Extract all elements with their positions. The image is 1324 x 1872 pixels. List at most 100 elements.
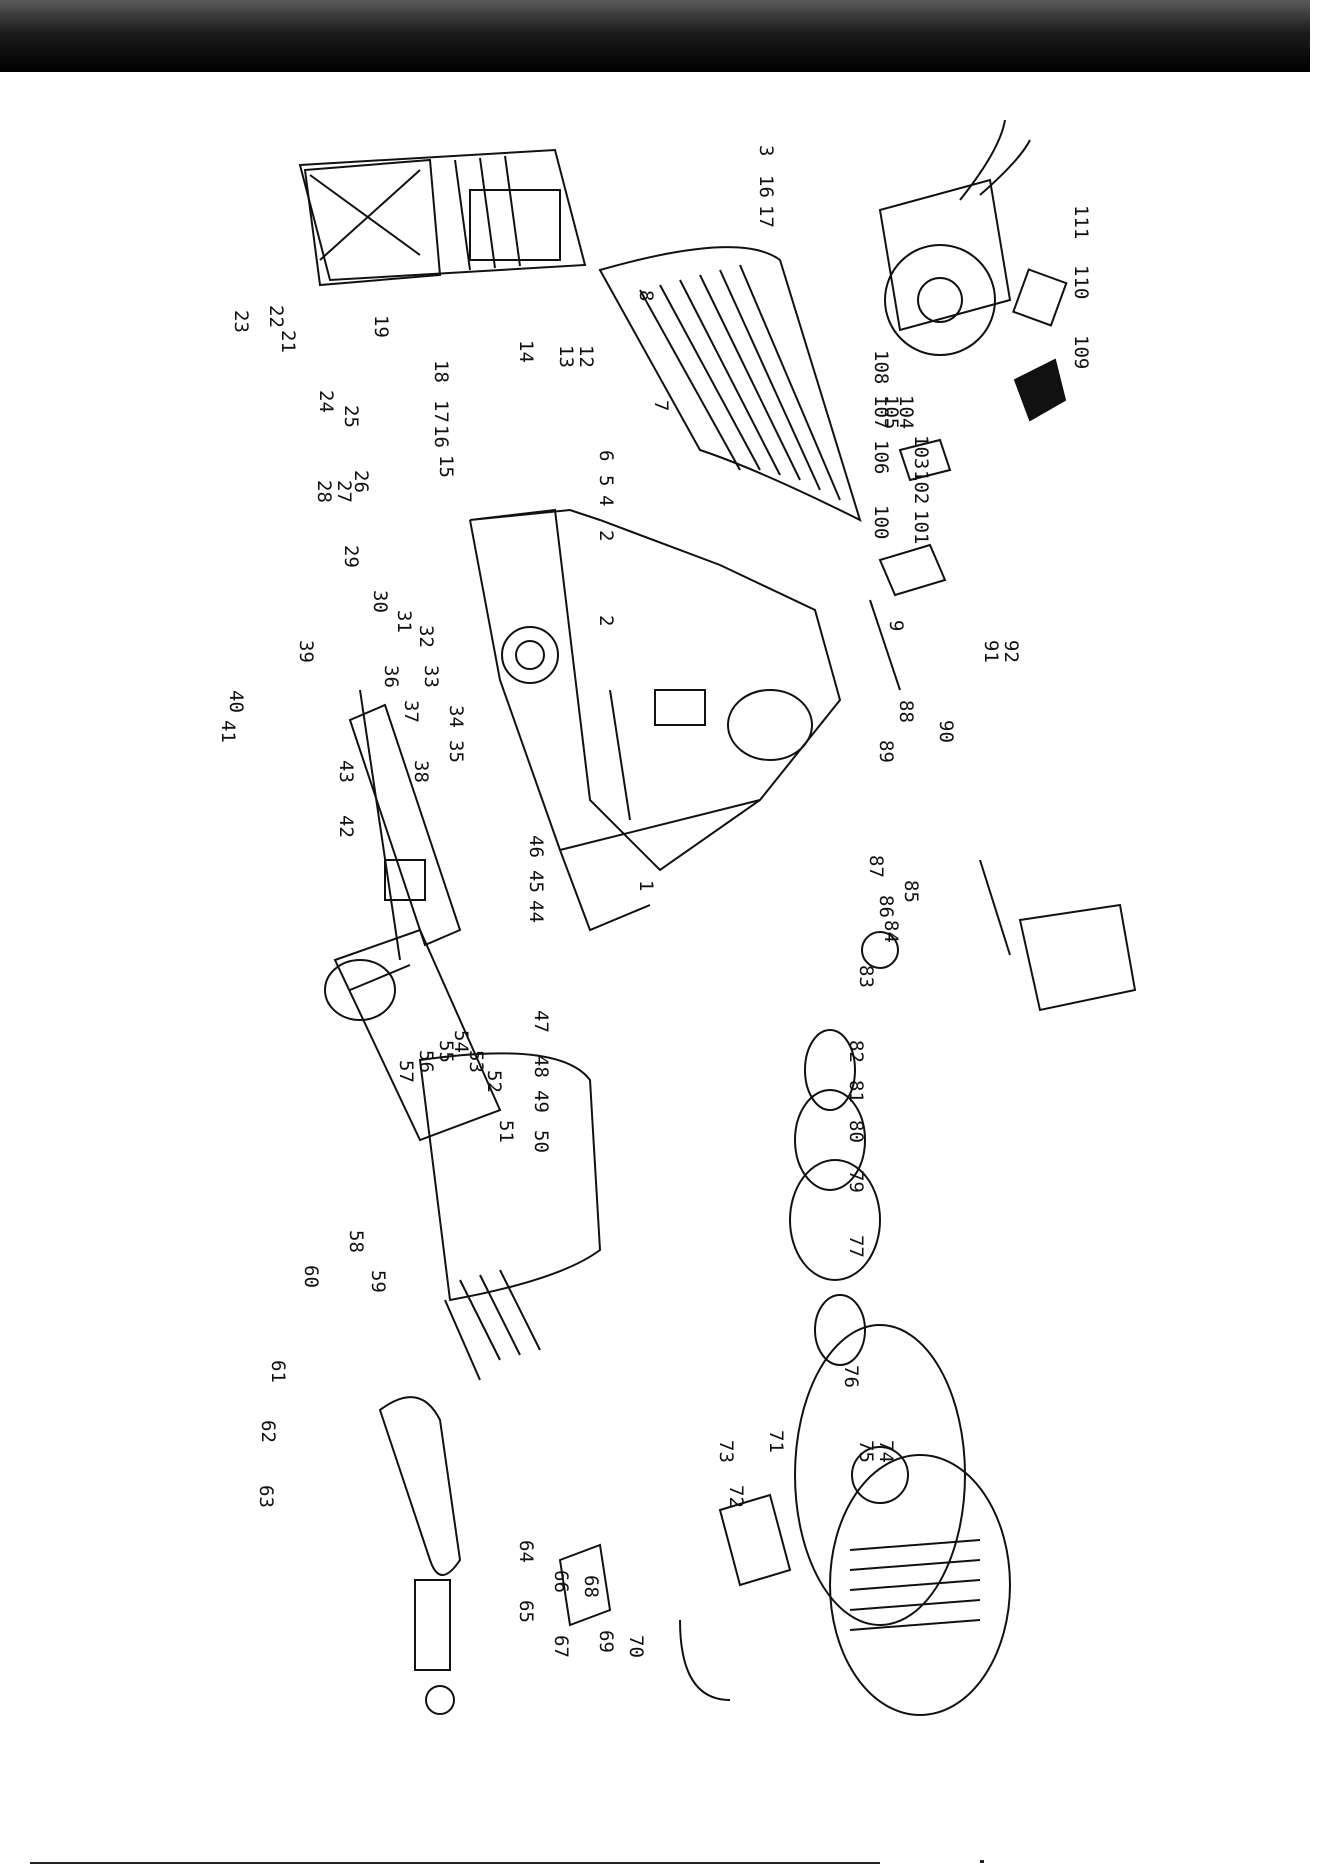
part-label-74: 74 — [875, 1440, 897, 1463]
part-label-35: 35 — [445, 740, 467, 763]
part-labels: 3 16 17 111 110 109 108 107 106 105 104 … — [217, 145, 1092, 1658]
part-label-38: 38 — [410, 760, 432, 783]
part-label-17b: 17 — [430, 400, 452, 423]
part-label-63: 63 — [255, 1485, 277, 1508]
part-label-24: 24 — [315, 390, 337, 413]
part-label-2-b: 2 — [595, 615, 617, 626]
part-label-91: 91 — [980, 640, 1002, 663]
pulley-assembly — [789, 1029, 881, 1366]
part-label-26: 26 — [350, 470, 372, 493]
part-label-14: 14 — [515, 340, 537, 363]
part-label-51: 51 — [495, 1120, 517, 1143]
motor — [878, 119, 1031, 356]
part-label-47: 47 — [530, 1010, 552, 1033]
footer-rule — [30, 1862, 880, 1864]
part-label-49: 49 — [530, 1090, 552, 1113]
part-label-18: 18 — [430, 360, 452, 383]
part-label-88: 88 — [895, 700, 917, 723]
part-label-8: 8 — [635, 290, 657, 301]
part-label-106: 106 — [870, 440, 892, 474]
food-tray — [324, 928, 502, 1142]
food-pusher — [378, 1396, 462, 1715]
part-label-54: 54 — [450, 1030, 472, 1053]
part-label-57: 57 — [395, 1060, 417, 1083]
part-label-77: 77 — [845, 1235, 867, 1258]
part-label-70: 70 — [625, 1635, 647, 1658]
part-label-73: 73 — [715, 1440, 737, 1463]
part-label-34: 34 — [445, 705, 467, 728]
footer-tick — [980, 1860, 984, 1863]
part-label-55: 55 — [435, 1040, 457, 1063]
part-label-27: 27 — [333, 480, 355, 503]
part-label-37: 37 — [400, 700, 422, 723]
part-label-79: 79 — [845, 1170, 867, 1193]
blade-cover — [598, 246, 862, 522]
part-label-58: 58 — [345, 1230, 367, 1253]
part-label-60: 60 — [300, 1265, 322, 1288]
part-label-83: 83 — [855, 965, 877, 988]
header-edge — [1310, 0, 1324, 72]
part-label-39: 39 — [295, 640, 317, 663]
part-label-105: 105 — [880, 395, 902, 429]
part-label-16: 16 — [755, 175, 777, 198]
part-label-29: 29 — [340, 545, 362, 568]
part-label-25: 25 — [340, 405, 362, 428]
part-label-46: 46 — [525, 835, 547, 858]
part-label-104: 104 — [895, 395, 917, 429]
part-label-7: 7 — [650, 400, 672, 411]
part-label-3: 3 — [755, 145, 777, 156]
part-label-111: 111 — [1070, 205, 1092, 239]
part-label-13: 13 — [555, 345, 577, 368]
part-label-100: 100 — [870, 505, 892, 539]
part-label-52: 52 — [483, 1070, 505, 1093]
part-label-89: 89 — [875, 740, 897, 763]
part-label-56: 56 — [415, 1050, 437, 1073]
part-label-62: 62 — [257, 1420, 279, 1443]
part-label-64: 64 — [515, 1540, 537, 1563]
part-label-9: 9 — [885, 620, 907, 631]
part-label-36: 36 — [380, 665, 402, 688]
carriage-rail — [348, 689, 462, 961]
part-label-80: 80 — [845, 1120, 867, 1143]
part-label-31: 31 — [393, 610, 415, 633]
part-label-107: 107 — [870, 395, 892, 429]
part-label-92: 92 — [1000, 640, 1022, 663]
part-label-81: 81 — [845, 1080, 867, 1103]
part-label-69: 69 — [595, 1630, 617, 1653]
part-label-23: 23 — [230, 310, 252, 333]
part-label-5: 5 — [595, 475, 617, 486]
part-label-6: 6 — [595, 450, 617, 461]
part-label-32: 32 — [415, 625, 437, 648]
part-label-90: 90 — [935, 720, 957, 743]
part-label-108: 108 — [870, 350, 892, 384]
main-housing — [469, 508, 842, 932]
part-label-68: 68 — [580, 1575, 602, 1598]
upper-frame-panel — [298, 148, 587, 287]
part-label-44: 44 — [525, 900, 547, 923]
part-label-48: 48 — [530, 1055, 552, 1078]
part-label-53: 53 — [465, 1050, 487, 1073]
part-label-66: 66 — [550, 1570, 572, 1593]
part-label-17: 17 — [755, 205, 777, 228]
part-label-85: 85 — [900, 880, 922, 903]
part-label-19: 19 — [370, 315, 392, 338]
part-label-15: 15 — [435, 455, 457, 478]
part-label-86: 86 — [875, 895, 897, 918]
header-bar — [0, 0, 1324, 72]
adjust-knob — [558, 1493, 792, 1701]
part-label-16b: 16 — [430, 425, 452, 448]
part-label-71: 71 — [765, 1430, 787, 1453]
part-label-110: 110 — [1070, 265, 1092, 299]
part-label-102: 102 — [910, 470, 932, 504]
switch-box — [1012, 268, 1068, 422]
part-label-21: 21 — [277, 330, 299, 353]
part-label-4: 4 — [595, 495, 617, 506]
part-label-109: 109 — [1070, 335, 1092, 369]
gear-assembly — [861, 438, 1137, 1012]
part-label-75: 75 — [855, 1440, 877, 1463]
part-label-30: 30 — [369, 590, 391, 613]
part-label-12: 12 — [575, 345, 597, 368]
part-label-28: 28 — [313, 480, 335, 503]
part-label-22: 22 — [265, 305, 287, 328]
